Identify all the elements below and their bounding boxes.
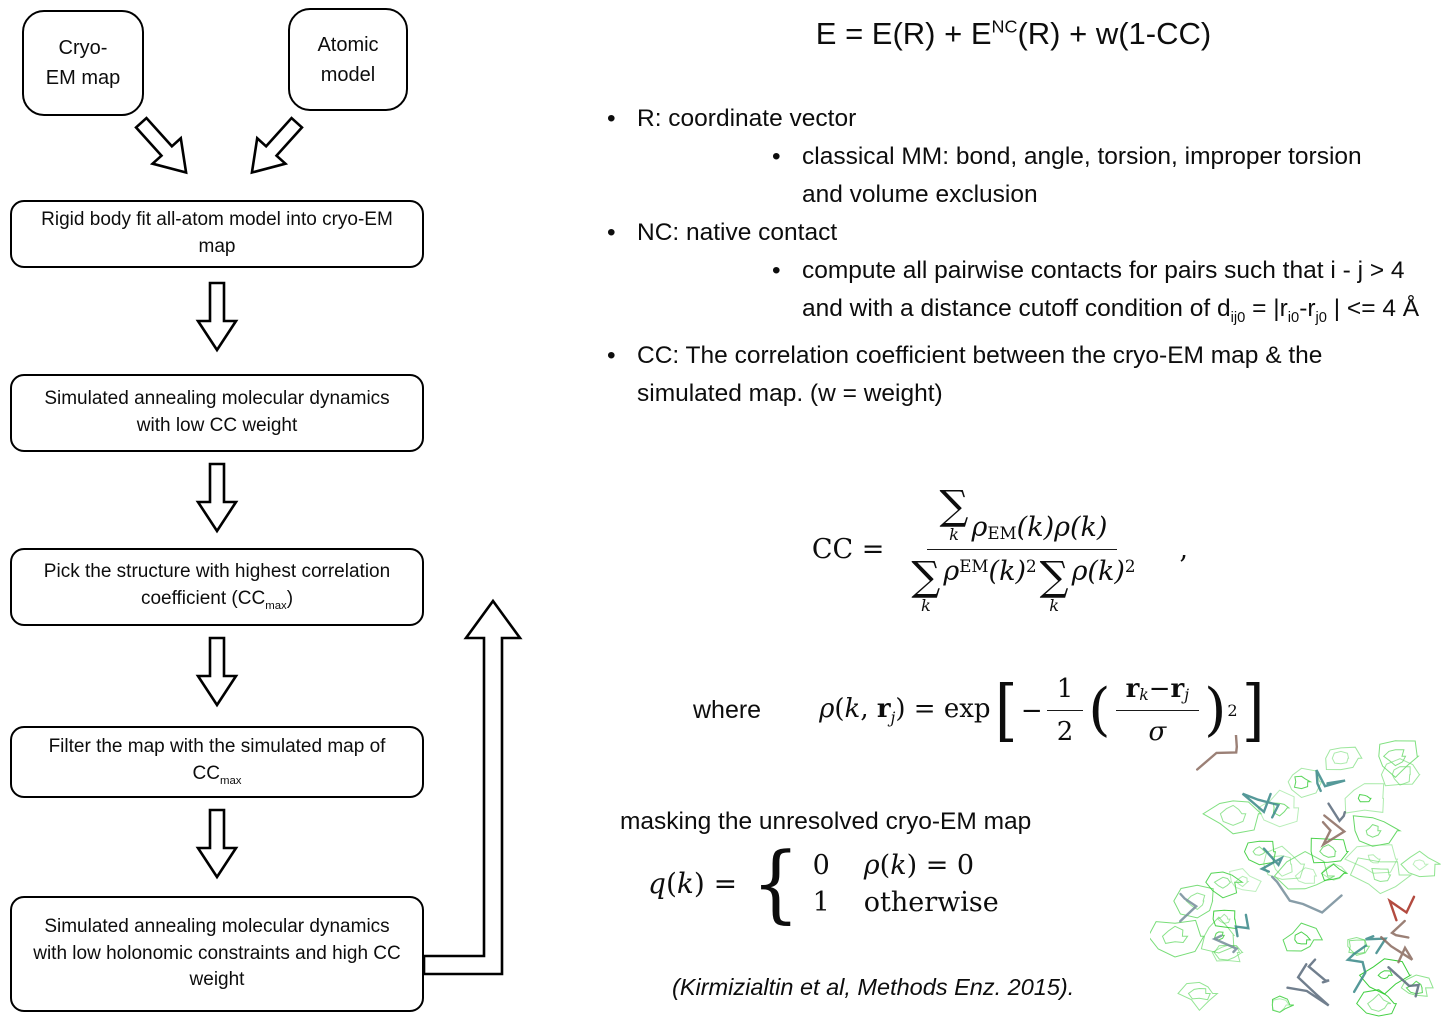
- flow-step-rigid-body-fit: Rigid body fit all-atom model into cryo-…: [10, 200, 424, 268]
- citation: (Kirmizialtin et al, Methods Enz. 2015).: [672, 974, 1075, 1000]
- molecule-density-svg: [1147, 725, 1441, 1017]
- bullet-text: R: coordinate vector: [637, 105, 857, 132]
- bullet-classical-mm: • classical MM: bond, angle, torsion, im…: [585, 138, 1442, 214]
- rho-equation-lhs: ρ(k, rj) = exp: [819, 693, 991, 728]
- bullet-text: classical MM: bond, angle, torsion, impr…: [802, 143, 1362, 208]
- mask-equation-lhs: q(k) =: [648, 867, 738, 901]
- open-bracket: [: [994, 670, 1017, 750]
- energy-equation-text: E = E(R) + ENC(R) + w(1-CC): [815, 16, 1212, 51]
- mask-cases: 0 ρ(k) = 0 1 otherwise: [813, 850, 999, 918]
- one-half-denominator: 2: [1056, 717, 1074, 747]
- energy-equation: E = E(R) + ENC(R) + w(1-CC): [585, 16, 1442, 52]
- flow-step-label: Simulated annealing molecular dynamics w…: [44, 388, 390, 436]
- flow-step-label: Pick the structure with highest correlat…: [43, 561, 391, 612]
- where-label: where: [693, 696, 762, 724]
- flow-step-filter-map: Filter the map with the simulated map of…: [10, 726, 424, 798]
- cc-equation-trailing-comma: ,: [1179, 534, 1189, 565]
- bullet-r-coordinate-vector: • R: coordinate vector: [585, 100, 1442, 138]
- bullet-list: • R: coordinate vector • classical MM: b…: [585, 100, 1442, 413]
- case-condition: ρ(k) = 0: [863, 849, 975, 881]
- one-half-fraction: 1 2: [1046, 672, 1084, 749]
- flow-step-label: Simulated annealing molecular dynamics w…: [33, 916, 401, 991]
- case-condition: otherwise: [863, 886, 999, 918]
- flow-step-label: Filter the map with the simulated map of…: [48, 736, 386, 787]
- molecule-density-figure: [1147, 725, 1442, 1026]
- flow-arrow-down-icon: [195, 808, 239, 880]
- flow-step-sa-md-high-cc: Simulated annealing molecular dynamics w…: [10, 896, 424, 1012]
- bullet-marker: •: [607, 219, 616, 246]
- input-box-label: Atomic model: [317, 33, 379, 86]
- flow-arrow-diagonal-left-icon: [134, 116, 188, 175]
- bullet-text: compute all pairwise contacts for pairs …: [802, 257, 1420, 326]
- flow-step-sa-md-low-cc: Simulated annealing molecular dynamics w…: [10, 374, 424, 452]
- bullet-nc-native-contact: • NC: native contact: [585, 214, 1442, 252]
- close-bracket: ]: [1241, 670, 1265, 750]
- flow-step-label: Rigid body fit all-atom model into cryo-…: [41, 209, 393, 257]
- case-value: 1: [812, 886, 830, 918]
- bullet-marker: •: [772, 257, 781, 284]
- bullet-marker: •: [607, 341, 616, 369]
- squared-exponent: 2: [1227, 701, 1238, 720]
- input-box-cryo-em-map: Cryo- EM map: [22, 10, 144, 116]
- r-sigma-denominator: σ: [1148, 717, 1167, 747]
- flow-arrow-diagonal-right-icon: [250, 116, 304, 175]
- flow-step-pick-structure: Pick the structure with highest correlat…: [10, 548, 424, 626]
- bullet-marker: •: [607, 105, 616, 132]
- bullet-cc-correlation: • CC: The correlation coefficient betwee…: [585, 337, 1442, 413]
- cc-equation-lhs: CC =: [811, 534, 885, 565]
- case-value: 0: [812, 849, 830, 881]
- bullet-marker: •: [772, 143, 781, 170]
- bullet-pairwise-contacts: • compute all pairwise contacts for pair…: [585, 252, 1442, 337]
- bullet-text: CC: The correlation coefficient between …: [637, 341, 1323, 407]
- case-brace: {: [751, 834, 800, 932]
- input-box-atomic-model: Atomic model: [288, 8, 408, 111]
- flow-arrow-down-icon: [195, 636, 239, 708]
- mask-equation: q(k) = { 0 ρ(k) = 0 1 otherwise: [648, 834, 999, 932]
- minus-sign: −: [1020, 695, 1043, 726]
- open-paren: (: [1088, 677, 1111, 744]
- one-half-numerator: 1: [1046, 672, 1084, 711]
- flow-arrow-loop-up-icon: [424, 598, 523, 976]
- close-paren: ): [1204, 677, 1227, 744]
- bullet-text: NC: native contact: [637, 219, 838, 246]
- flow-arrow-down-icon: [195, 281, 239, 353]
- masking-label: masking the unresolved cryo-EM map: [620, 808, 1032, 835]
- input-box-label: Cryo- EM map: [45, 37, 121, 89]
- flow-arrow-down-icon: [195, 462, 239, 534]
